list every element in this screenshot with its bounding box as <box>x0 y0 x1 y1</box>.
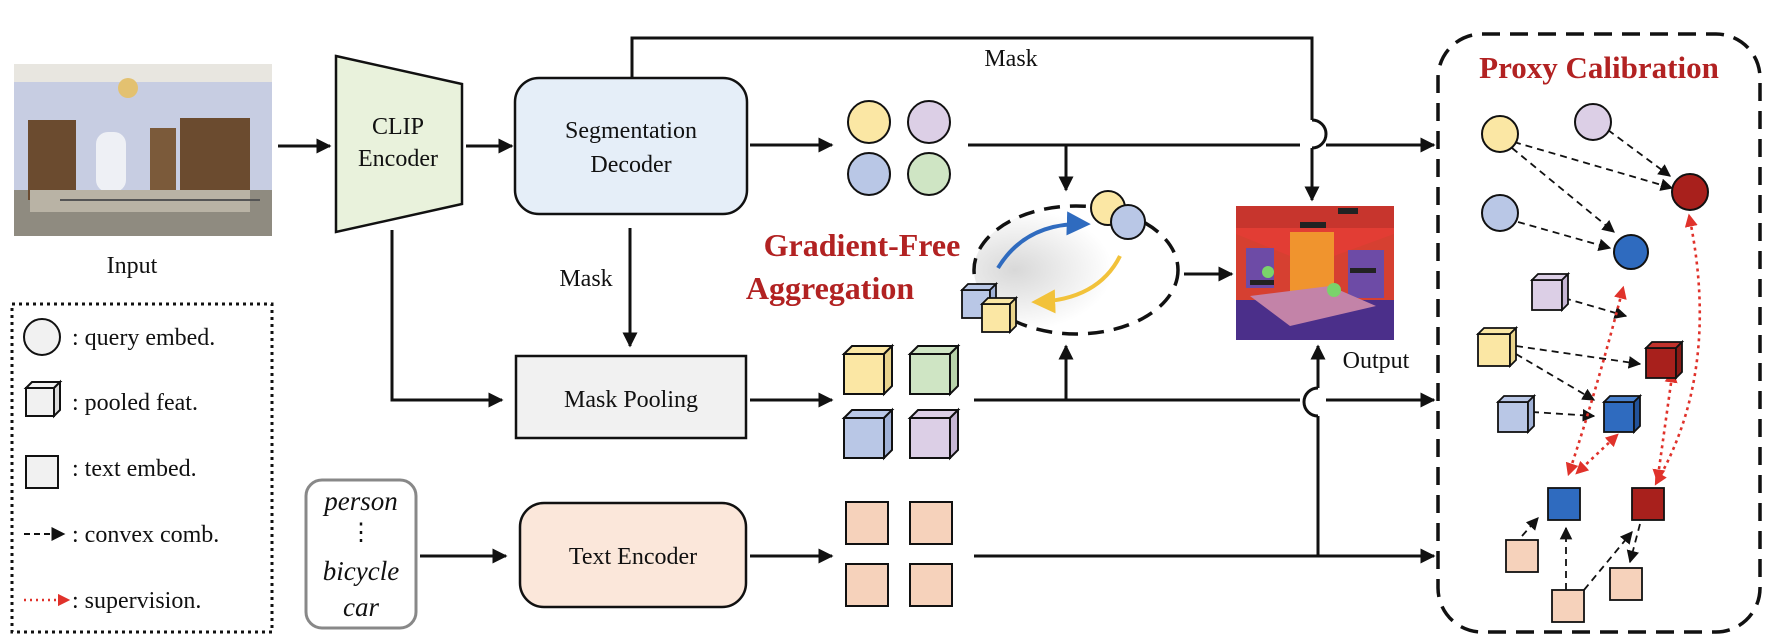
yellow-arrow-icon <box>1031 255 1122 314</box>
class-name-ellipsis: ⋮ <box>349 520 373 546</box>
segmentation-decoder-block <box>513 76 749 216</box>
input-label: Input <box>107 253 158 279</box>
pooled-feat-purple <box>907 407 961 461</box>
proxy-query-circles <box>1481 103 1709 270</box>
segmentation-decoder-label-line2: Decoder <box>590 152 671 178</box>
mask-pooling-label: Mask Pooling <box>564 387 698 413</box>
square-icon <box>25 455 59 489</box>
class-name-person: person <box>322 486 398 516</box>
clip-encoder-label-line1: CLIP <box>372 114 424 140</box>
aggregation-title-line2: Aggregation <box>746 270 914 306</box>
clip-encoder-block <box>334 54 464 234</box>
text-encoder-block <box>518 501 748 609</box>
proxy-calibration-panel <box>1436 32 1762 634</box>
pooled-feat-blue <box>841 407 895 461</box>
cube-icon <box>23 379 63 419</box>
segmentation-decoder-label-line1: Segmentation <box>565 118 697 144</box>
clip-encoder-label-line2: Encoder <box>358 146 438 172</box>
pooled-features <box>841 343 961 461</box>
supervision-arrows <box>1565 213 1702 486</box>
mask-label-mid: Mask <box>559 266 612 292</box>
pooled-feat-yellow <box>841 343 895 397</box>
mask-pooling-block <box>514 354 748 440</box>
proxy-calibration-title: Proxy Calibration <box>1479 50 1719 85</box>
output-label: Output <box>1343 348 1410 374</box>
legend-convex-comb: : convex comb. <box>72 522 219 548</box>
query-embeddings <box>847 100 951 196</box>
text-embeddings <box>845 501 953 607</box>
aggregation-queries <box>1090 190 1146 240</box>
input-image <box>14 64 272 236</box>
proxy-text-squares <box>1505 487 1665 623</box>
mask-label-top: Mask <box>984 46 1037 72</box>
text-encoder-label: Text Encoder <box>569 544 697 570</box>
class-name-bicycle: bicycle <box>323 556 399 586</box>
query-embed-purple <box>907 100 951 144</box>
legend-query-embed: : query embed. <box>72 325 215 351</box>
flow-arrows <box>278 36 1436 564</box>
pooled-feat-green <box>907 343 961 397</box>
aggregation-title-line1: Gradient-Free <box>764 227 961 263</box>
query-embed-green <box>907 152 951 196</box>
aggregation-cubes <box>959 281 1019 335</box>
output-segmentation-image <box>1236 206 1394 340</box>
circle-icon <box>23 318 61 356</box>
query-embed-yellow <box>847 100 891 144</box>
class-name-car: car <box>343 592 379 622</box>
blue-arrow-icon <box>996 211 1091 270</box>
legend-supervision: : supervision. <box>72 588 201 614</box>
proxy-pooled-cubes <box>1475 271 1685 435</box>
query-embed-blue <box>847 152 891 196</box>
legend-text-embed: : text embed. <box>72 456 197 482</box>
class-names-box <box>304 478 418 630</box>
legend-pooled-feat: : pooled feat. <box>72 390 198 416</box>
